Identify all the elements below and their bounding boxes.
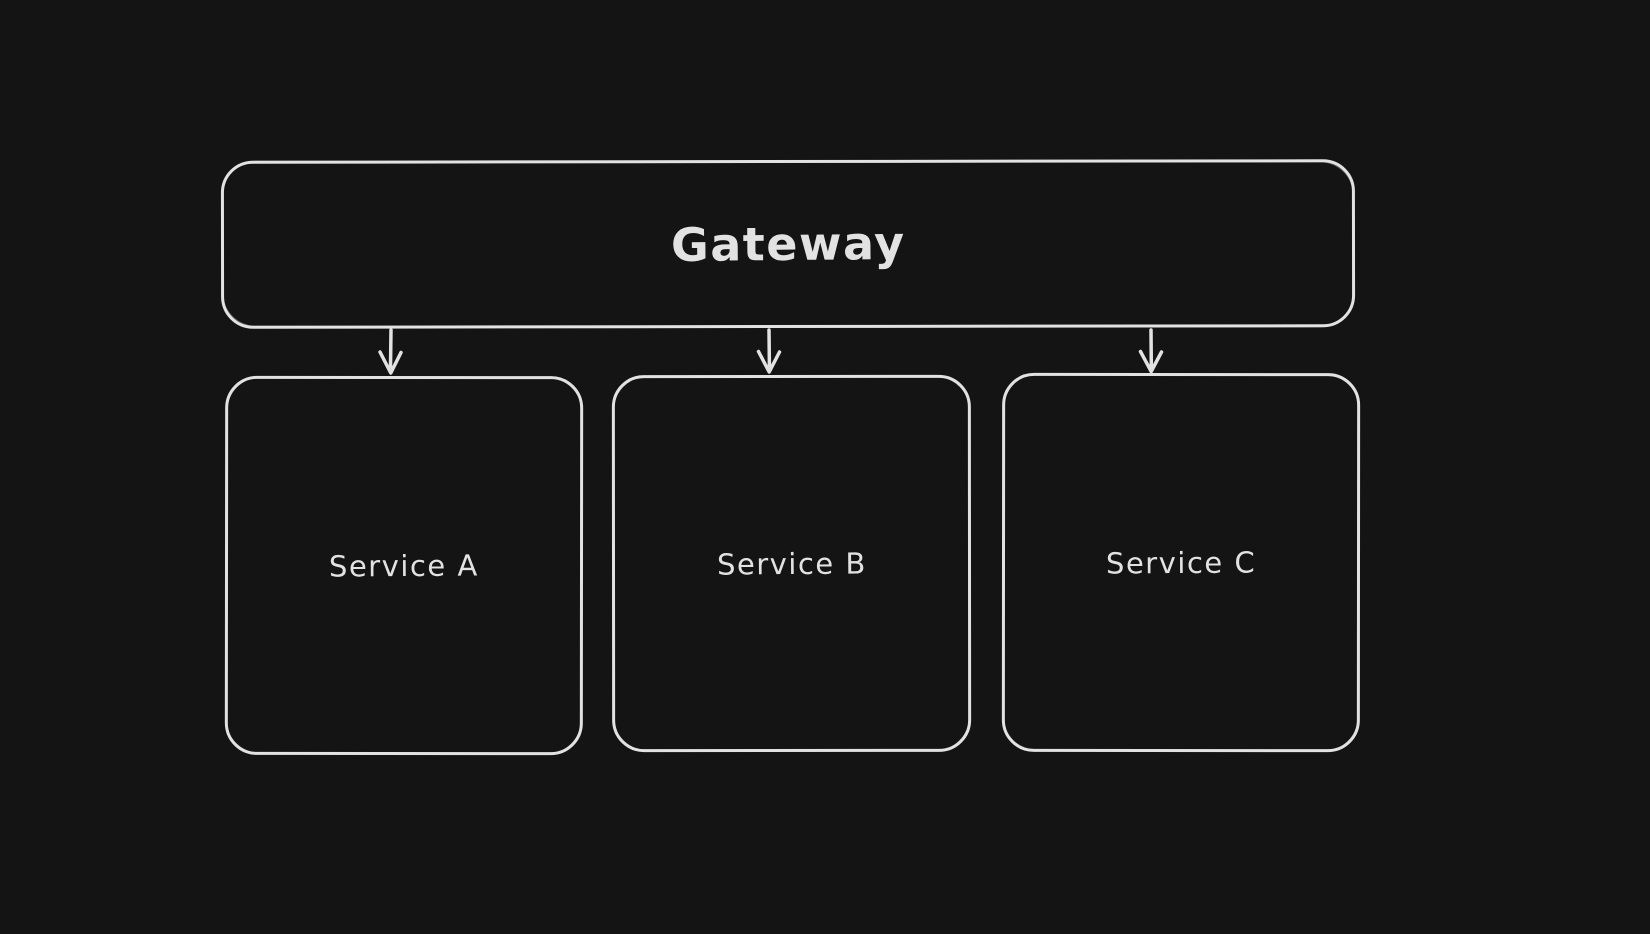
- node-service-b-label: Service B: [716, 545, 867, 582]
- arrow-gateway-to-service-c[interactable]: [1138, 328, 1164, 374]
- arrow-gateway-to-service-a[interactable]: [378, 328, 403, 375]
- node-service-c-label: Service C: [1105, 545, 1257, 580]
- node-service-a[interactable]: Service A: [224, 375, 584, 756]
- node-gateway[interactable]: Gateway: [220, 159, 1356, 329]
- node-service-c[interactable]: Service C: [1001, 372, 1361, 753]
- node-gateway-label: Gateway: [670, 216, 906, 272]
- arrow-gateway-to-service-b[interactable]: [756, 328, 782, 374]
- node-service-a-label: Service A: [329, 548, 479, 583]
- node-service-b[interactable]: Service B: [611, 374, 972, 753]
